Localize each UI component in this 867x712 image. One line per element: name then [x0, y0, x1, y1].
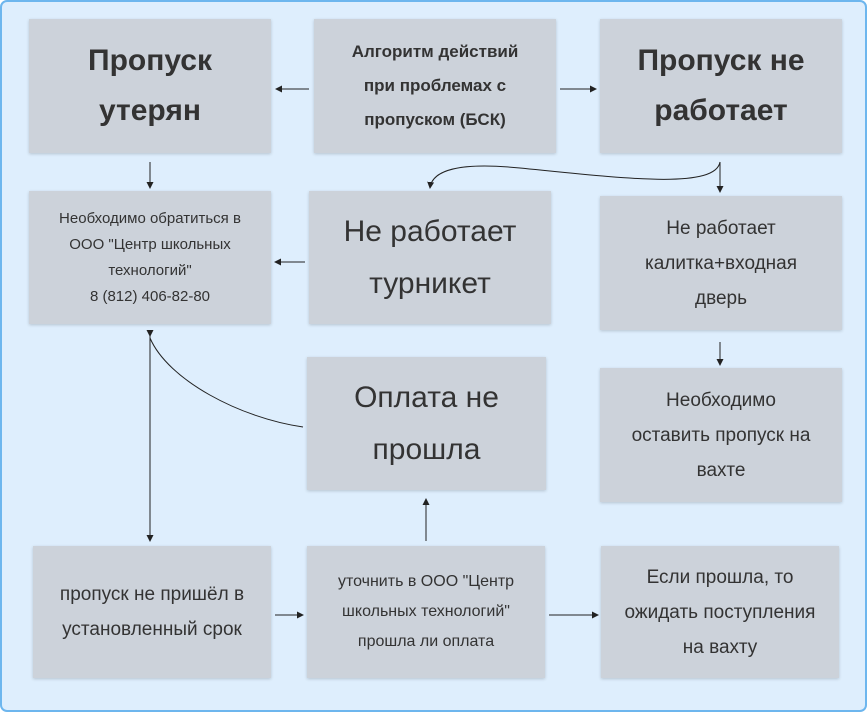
- box-text: Оплата не прошла: [354, 380, 499, 466]
- box-not-arrived: пропуск не пришёл в установленный срок: [33, 546, 271, 678]
- arrow-payment-failed-to-contact: [149, 337, 304, 428]
- box-leave-pass: Необходимо оставить пропуск на вахте: [600, 368, 842, 502]
- box-text: пропуск не пришёл в установленный срок: [59, 584, 245, 640]
- box-check-payment: уточнить в ООО "Центр школьных технологи…: [307, 546, 545, 678]
- box-pass-not-working: Пропуск не работает: [600, 19, 842, 153]
- box-pass-lost: Пропуск утерян: [29, 19, 271, 153]
- box-text: Пропуск не работает: [637, 44, 805, 127]
- box-if-paid: Если прошла, то ожидать поступления на в…: [601, 546, 839, 678]
- box-gate-door: Не работает калитка+входная дверь: [600, 196, 842, 330]
- box-text: Если прошла, то ожидать поступления на в…: [624, 566, 816, 658]
- box-text: уточнить в ООО "Центр школьных технологи…: [337, 573, 515, 650]
- box-text: Пропуск утерян: [88, 44, 212, 127]
- box-turnstile: Не работает турникет: [309, 191, 551, 324]
- box-text: Не работает калитка+входная дверь: [644, 217, 798, 309]
- box-text: Алгоритм действий при проблемах с пропус…: [351, 42, 519, 129]
- box-text: Необходимо оставить пропуск на вахте: [631, 389, 811, 481]
- box-contact-center: Необходимо обратиться в ООО "Центр школь…: [29, 191, 271, 324]
- box-title-algorithm: Алгоритм действий при проблемах с пропус…: [314, 19, 556, 153]
- arrow-not-working-to-turnstile: [427, 161, 721, 189]
- box-text: Необходимо обратиться в ООО "Центр школь…: [59, 209, 241, 305]
- box-text: Не работает турникет: [343, 214, 517, 300]
- box-payment-failed: Оплата не прошла: [307, 357, 546, 490]
